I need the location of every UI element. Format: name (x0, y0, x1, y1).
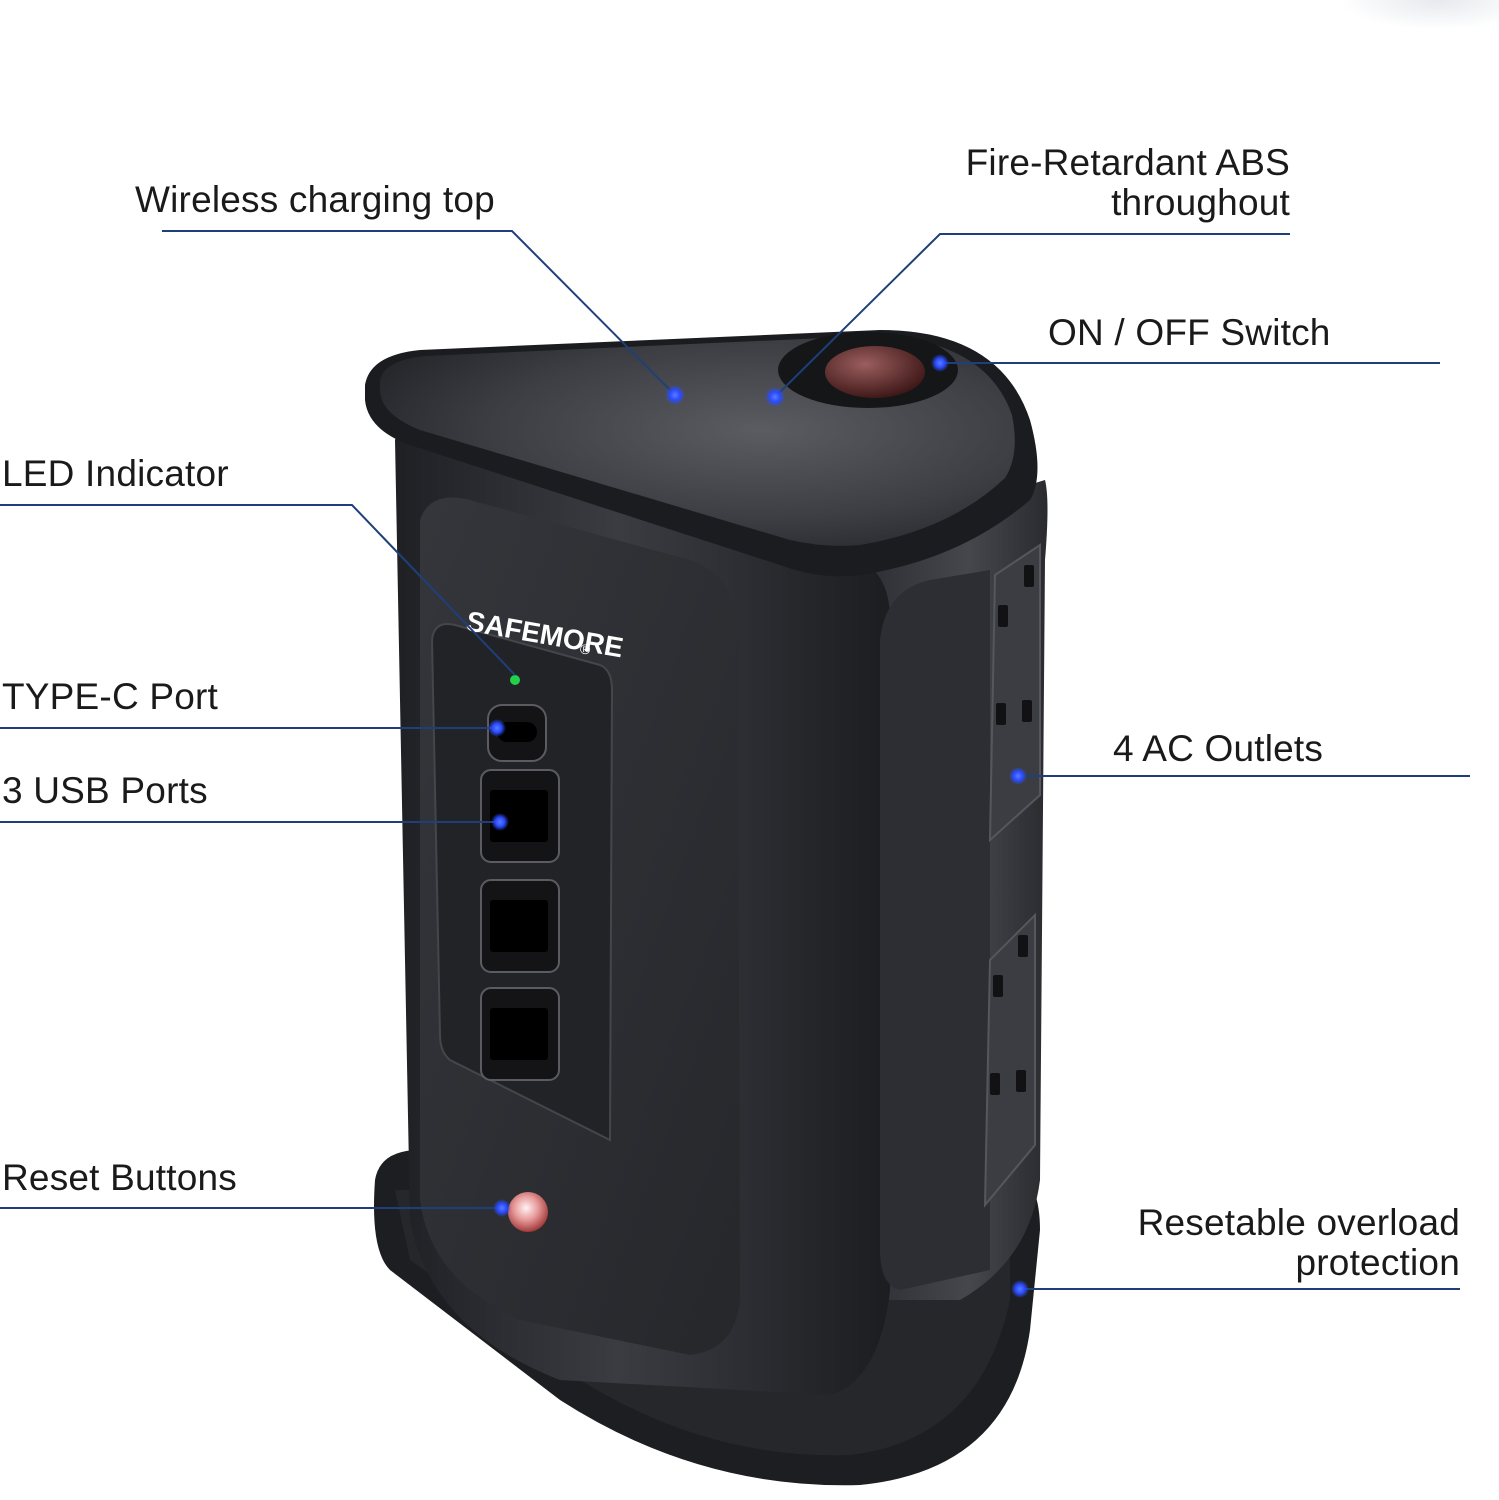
label-reset-buttons: Reset Buttons (2, 1157, 238, 1198)
label-overload-protection-line1: Resetable overload (1137, 1202, 1460, 1243)
callout-dots (488, 354, 1029, 1298)
label-overload-protection: Resetable overload protection (1050, 1203, 1460, 1283)
label-wireless-charging-top: Wireless charging top (135, 179, 495, 220)
label-on-off-switch: ON / OFF Switch (1048, 312, 1331, 353)
usb-ports (480, 769, 560, 1081)
label-overload-protection-line2: protection (1295, 1242, 1460, 1283)
label-ac-outlets: 4 AC Outlets (1113, 728, 1324, 769)
brand-mark: ® (580, 641, 591, 657)
led-dot (510, 675, 520, 685)
label-type-c-port: TYPE-C Port (2, 676, 219, 717)
callout-lines (0, 230, 1470, 1290)
label-fire-retardant-abs-line1: Fire-Retardant ABS (965, 142, 1290, 183)
outlet-slots (990, 565, 1034, 1095)
label-usb-ports: 3 USB Ports (2, 770, 208, 811)
outlet-panel-top (988, 543, 1041, 843)
label-fire-retardant-abs: Fire-Retardant ABS throughout (880, 143, 1290, 223)
reset-button (508, 1192, 548, 1232)
switch-button (825, 346, 925, 398)
corner-glow (1339, 0, 1499, 30)
label-led-indicator: LED Indicator (2, 453, 229, 494)
label-fire-retardant-abs-line2: throughout (1111, 182, 1290, 223)
